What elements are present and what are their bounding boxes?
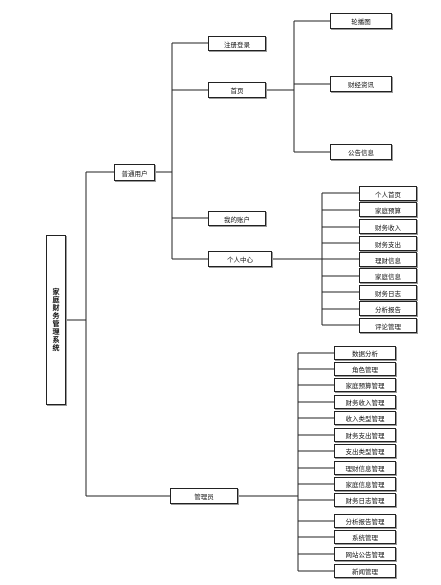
- admin-item-news: 新闻管理: [334, 564, 396, 578]
- center-item-personal-home: 个人首页: [359, 186, 417, 201]
- admin-item-report: 分析报告管理: [334, 514, 396, 528]
- center-item-report: 分析报告: [359, 301, 417, 316]
- home-item-carousel: 轮播图: [330, 13, 392, 29]
- center-connector: [272, 192, 359, 326]
- user-connector: [155, 42, 208, 260]
- admin-item-wealth: 理财信息管理: [334, 461, 396, 475]
- admin-item-data-analysis: 数据分析: [334, 346, 396, 360]
- personal-center-node: 个人中心: [208, 251, 272, 267]
- root-node: 家庭财务管理系统: [46, 235, 66, 405]
- admin-item-income-type: 收入类型管理: [334, 411, 396, 425]
- admin-item-system: 系统管理: [334, 530, 396, 544]
- home-item-notices: 公告信息: [330, 144, 392, 160]
- home-connector: [266, 20, 330, 153]
- admin-item-family: 家庭信息管理: [334, 477, 396, 491]
- center-item-income: 财务收入: [359, 219, 417, 234]
- center-item-expense: 财务支出: [359, 236, 417, 251]
- user-node: 普通用户: [114, 164, 155, 181]
- home-node: 首页: [208, 82, 266, 98]
- center-item-family: 家庭信息: [359, 268, 417, 283]
- center-item-budget: 家庭预算: [359, 202, 417, 217]
- my-account-node: 我的账户: [208, 211, 266, 226]
- admin-item-roles: 角色管理: [334, 362, 396, 376]
- admin-item-site-notice: 网站公告管理: [334, 547, 396, 561]
- admin-item-expense-type: 支出类型管理: [334, 444, 396, 458]
- admin-node: 管理员: [170, 488, 238, 504]
- center-item-log: 财务日志: [359, 285, 417, 300]
- admin-item-log: 财务日志管理: [334, 493, 396, 507]
- center-item-comments: 评论管理: [359, 318, 417, 333]
- admin-connector: [238, 352, 334, 572]
- register-login-node: 注册登录: [208, 36, 266, 51]
- admin-item-income: 财务收入管理: [334, 395, 396, 409]
- admin-item-expense: 财务支出管理: [334, 428, 396, 442]
- root-connector: [66, 171, 170, 497]
- center-item-wealth: 理财信息: [359, 252, 417, 267]
- admin-item-budget: 家庭预算管理: [334, 378, 396, 392]
- home-item-finance-news: 财经资讯: [330, 76, 392, 92]
